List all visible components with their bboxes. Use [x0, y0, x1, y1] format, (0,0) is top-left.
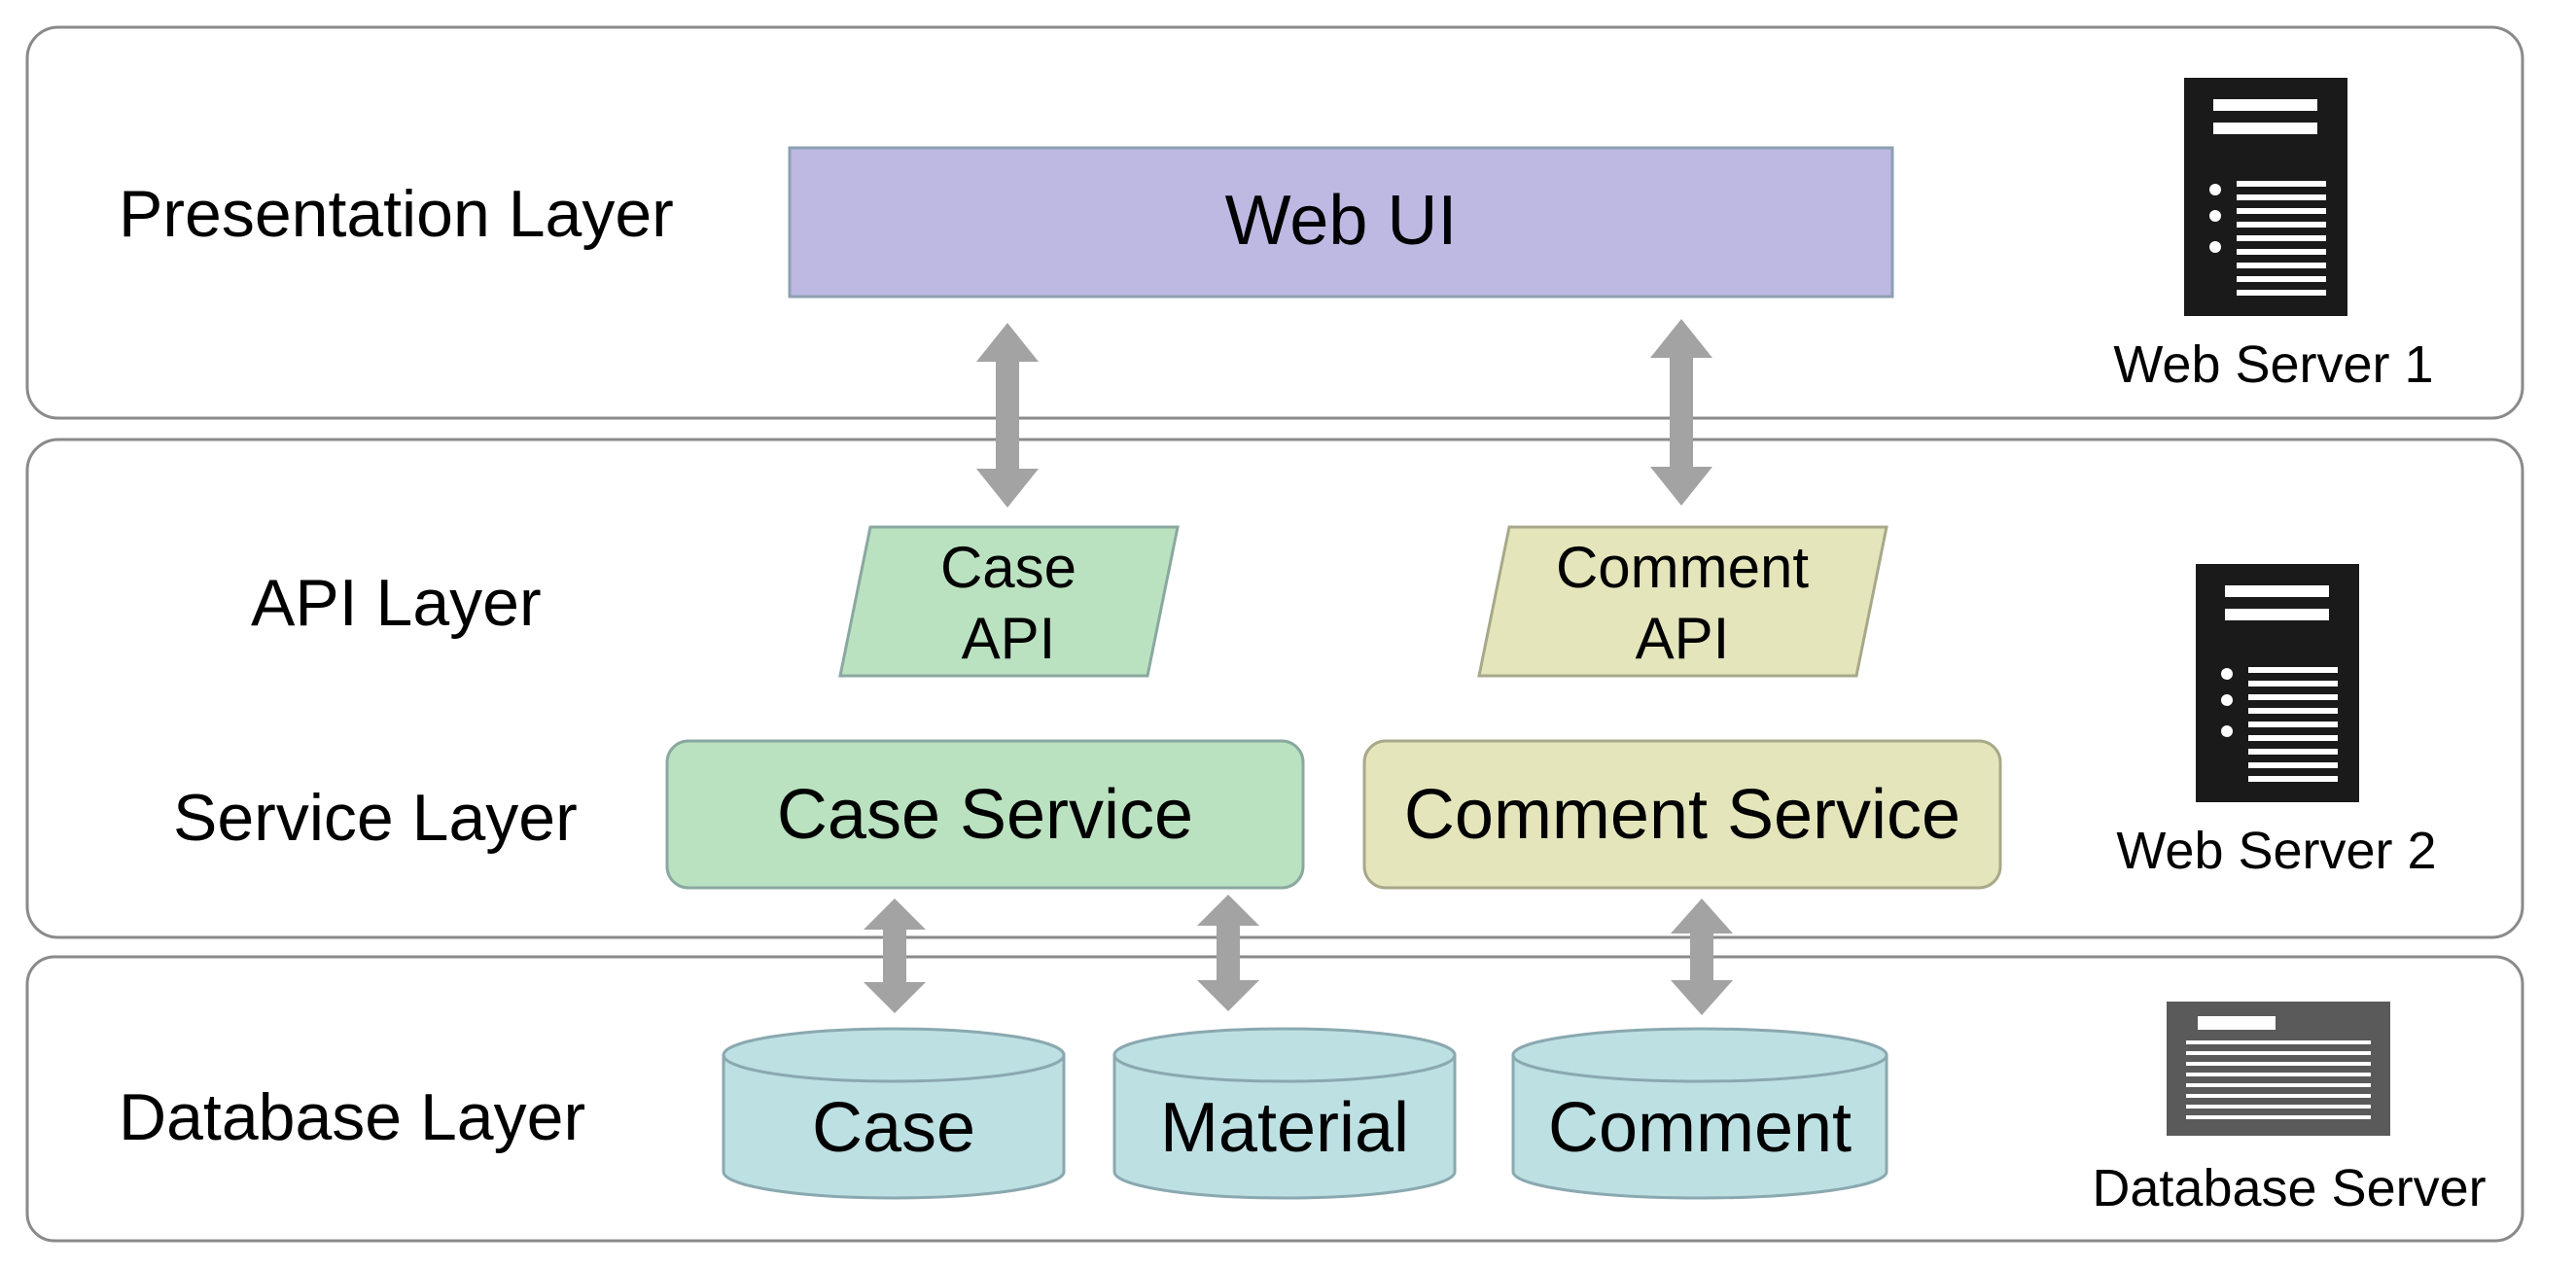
db-material-body	[1112, 1053, 1457, 1200]
db-material-label: Material	[1160, 1089, 1409, 1167]
db-material-cylinder: Material	[1112, 1027, 1457, 1200]
database-server-label: Database Server	[2092, 1159, 2486, 1217]
db-comment-body	[1511, 1053, 1888, 1200]
service-layer-label: Service Layer	[173, 781, 578, 855]
arrow-webui-comment-api	[1650, 319, 1712, 506]
case-service-label: Case Service	[777, 776, 1193, 854]
case-api-label-line1: Case	[940, 535, 1076, 600]
database-server-icon	[2167, 1002, 2390, 1136]
arrow-comment-service-db-comment	[1671, 898, 1733, 1015]
db-comment-label: Comment	[1548, 1089, 1852, 1167]
db-case-cylinder: Case	[722, 1027, 1066, 1200]
db-case-top	[722, 1027, 1066, 1083]
comment-api-label-line1: Comment	[1556, 535, 1809, 600]
db-comment-cylinder: Comment	[1511, 1027, 1888, 1200]
api-layer-label: API Layer	[251, 566, 542, 640]
server-tower-icon	[2184, 78, 2347, 316]
db-comment-top	[1511, 1027, 1888, 1083]
presentation-layer-label: Presentation Layer	[119, 177, 674, 251]
db-case-body	[722, 1053, 1066, 1200]
web-server-1-label: Web Server 1	[2113, 335, 2433, 394]
case-api-label-line2: API	[962, 606, 1056, 671]
comment-api-label-line2: API	[1636, 606, 1730, 671]
db-case-label: Case	[812, 1089, 975, 1167]
comment-api-shape	[1477, 525, 1888, 678]
web-ui-box	[788, 146, 1894, 299]
comment-service-box	[1362, 739, 2002, 890]
database-layer-label: Database Layer	[119, 1080, 585, 1154]
server-tower-icon	[2196, 564, 2359, 802]
case-service-box	[665, 739, 1305, 890]
comment-service-label: Comment Service	[1404, 776, 1960, 854]
case-api-shape	[838, 525, 1180, 678]
connectors	[864, 319, 1733, 1015]
arrow-webui-case-api	[976, 323, 1039, 508]
arrow-case-service-db-material	[1197, 895, 1259, 1011]
web-ui-label: Web UI	[1225, 182, 1458, 260]
arrow-case-service-db-case	[864, 898, 926, 1013]
db-material-top	[1112, 1027, 1457, 1083]
web-server-2-label: Web Server 2	[2116, 822, 2436, 880]
